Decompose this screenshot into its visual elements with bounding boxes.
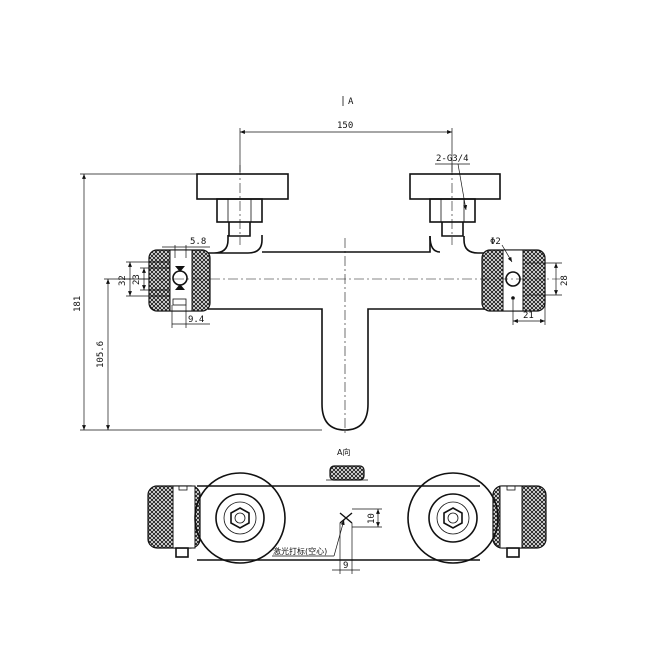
dim-21: 21 <box>512 300 546 325</box>
dim-hole-text: Φ2 <box>490 237 501 247</box>
dim-9-4: 9.4 <box>171 305 210 328</box>
laser-note: 激光打标(空心) <box>273 546 327 556</box>
bottom-view: A向 <box>147 447 547 574</box>
note-leader: 激光打标(空心) <box>272 519 345 557</box>
dim-10-text: 10 <box>367 513 377 524</box>
left-cap <box>196 173 289 237</box>
left-inlet <box>194 472 286 564</box>
dim-thread-text: 2-G3/4 <box>436 154 469 164</box>
dim-105-6-text: 105.6 <box>96 341 106 368</box>
dim-23-text: 23 <box>132 274 142 285</box>
view-label: A向 <box>337 447 350 457</box>
dim-181-text: 181 <box>73 296 83 312</box>
dim-thread: 2-G3/4 <box>435 154 470 211</box>
top-knob <box>329 465 365 481</box>
dim-21-text: 21 <box>523 311 534 321</box>
dim-9-4-text: 9.4 <box>188 315 204 325</box>
dim-9-text: 9 <box>343 561 348 571</box>
right-cap <box>409 173 501 237</box>
front-view: A <box>73 96 570 436</box>
body-outline <box>208 235 488 431</box>
view-marker-label: A <box>348 97 354 107</box>
dim-5-8: 5.8 <box>162 237 210 258</box>
dim-181: 181 <box>73 173 322 431</box>
dim-28: 28 <box>525 262 570 296</box>
right-inlet <box>407 472 499 564</box>
dim-150-text: 150 <box>337 121 353 131</box>
dim-5-8-text: 5.8 <box>190 237 206 247</box>
dim-105-6: 105.6 <box>96 278 150 430</box>
dim-150: 150 <box>239 121 453 172</box>
dim-10: 10 <box>352 508 382 528</box>
dim-9: 9 <box>332 523 360 574</box>
dim-hole: Φ2 <box>490 237 513 263</box>
dim-28-text: 28 <box>560 275 570 286</box>
laser-mark <box>339 512 353 524</box>
view-marker-a: A <box>342 96 354 107</box>
left-handle-detail <box>169 249 193 312</box>
dim-32-text: 32 <box>118 275 128 286</box>
